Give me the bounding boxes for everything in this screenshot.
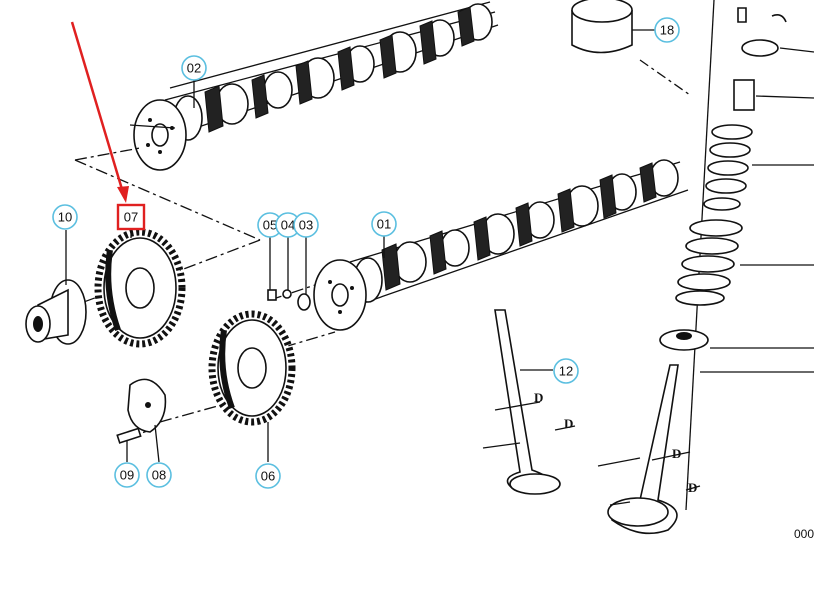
svg-text:04: 04 xyxy=(281,218,295,233)
dimension-marks: D D D D xyxy=(482,390,701,506)
callout-10[interactable]: 10 xyxy=(52,204,78,230)
corner-ref-text: 000 xyxy=(794,527,814,541)
plate-08 xyxy=(127,378,167,433)
highlight-arrow xyxy=(70,21,129,203)
lifter-18 xyxy=(571,0,691,96)
callout-06[interactable]: 06 xyxy=(255,463,281,489)
callout-03[interactable]: 03 xyxy=(293,212,319,238)
lower-camshaft xyxy=(313,159,689,331)
callout-18[interactable]: 18 xyxy=(654,17,680,43)
svg-text:02: 02 xyxy=(187,61,201,76)
svg-text:06: 06 xyxy=(261,469,275,484)
svg-text:10: 10 xyxy=(58,210,72,225)
flange-10 xyxy=(25,279,87,345)
svg-text:01: 01 xyxy=(377,217,391,232)
svg-text:18: 18 xyxy=(660,23,674,38)
callout-02[interactable]: 02 xyxy=(181,55,207,81)
callout-12[interactable]: 12 xyxy=(553,358,579,384)
svg-text:03: 03 xyxy=(299,218,313,233)
svg-text:05: 05 xyxy=(263,218,277,233)
callout-01[interactable]: 01 xyxy=(371,211,397,237)
svg-text:08: 08 xyxy=(152,468,166,483)
svg-text:09: 09 xyxy=(120,468,134,483)
callout-09[interactable]: 09 xyxy=(114,462,140,488)
dim-label-4: D xyxy=(688,480,697,495)
small-parts xyxy=(267,289,311,311)
dim-label-3: D xyxy=(672,446,681,461)
sprocket-06 xyxy=(208,310,296,426)
valve-right xyxy=(607,364,679,535)
upper-camshaft xyxy=(129,1,499,171)
callout-08[interactable]: 08 xyxy=(146,462,172,488)
valve-12 xyxy=(494,309,561,495)
dim-label-1: D xyxy=(534,390,543,405)
leader-lines xyxy=(65,29,655,463)
dim-label-2: D xyxy=(564,416,573,431)
svg-text:12: 12 xyxy=(559,364,573,379)
valve-stack xyxy=(659,0,814,511)
callout-07-highlighted[interactable]: 07 xyxy=(116,203,146,231)
sprocket-07 xyxy=(94,228,186,348)
svg-text:07: 07 xyxy=(124,210,138,225)
bolt-09 xyxy=(116,427,142,444)
